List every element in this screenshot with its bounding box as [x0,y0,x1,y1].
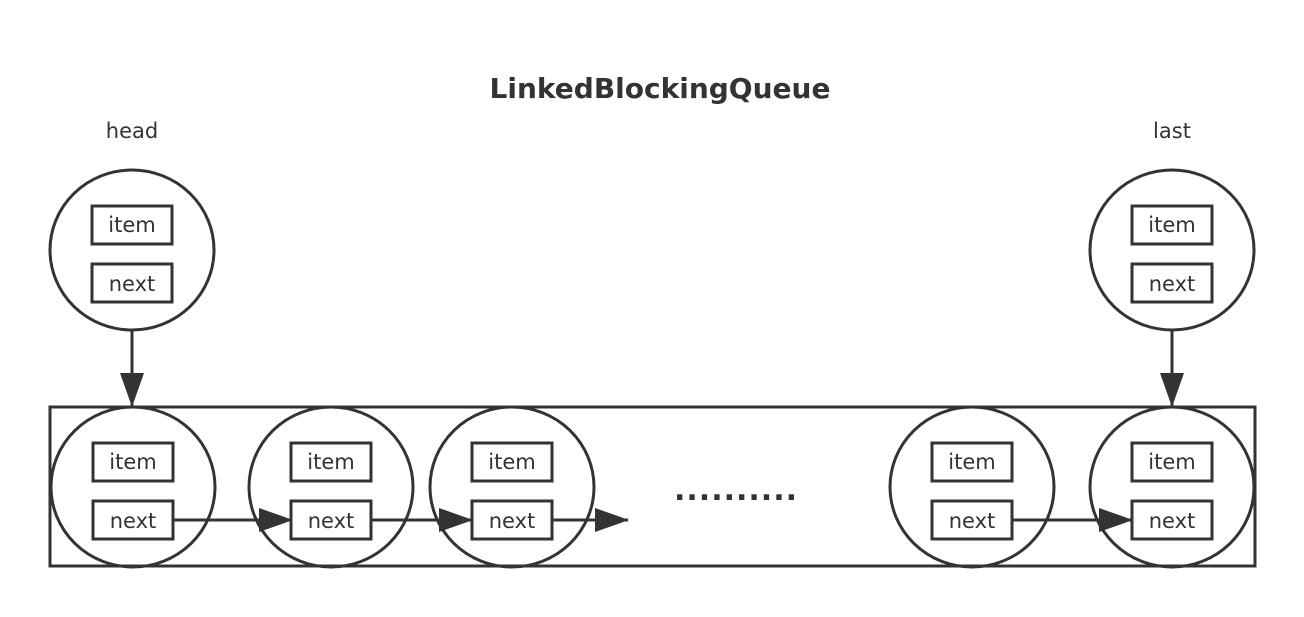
next-label: next [308,509,355,533]
ellipsis: .......... [674,473,798,508]
next-label: next [1149,272,1196,296]
queue-node: item next [888,405,1056,569]
next-field-box [90,262,174,304]
next-field-box [1130,499,1214,541]
head-label: head [106,119,158,143]
item-label: item [1148,450,1195,474]
item-label: item [948,450,995,474]
item-field-box [1130,204,1214,246]
item-field-box [91,441,175,483]
queue-node: item next [428,405,596,569]
node-circle [49,405,217,569]
queue-node: item next [49,405,217,569]
item-field-box [289,441,373,483]
item-label: item [1148,213,1195,237]
item-label: item [108,213,155,237]
queue-container [48,405,1257,568]
last-node: item next [1088,168,1256,332]
item-field-box [470,441,554,483]
last-label: last [1153,119,1191,143]
item-label: item [307,450,354,474]
node-circle [428,405,596,569]
node-circle [247,405,415,569]
diagram-title: LinkedBlockingQueue [490,72,831,105]
item-field-box [930,441,1014,483]
item-field-box [1130,441,1214,483]
next-label: next [489,509,536,533]
item-label: item [109,450,156,474]
node-circle [1088,405,1256,569]
item-label: item [488,450,535,474]
node-circle [888,405,1056,569]
head-node: item next [48,168,216,332]
next-label: next [109,272,156,296]
node-circle [1088,168,1256,332]
next-field-box [930,499,1014,541]
queue-node: item next [247,405,415,569]
next-field-box [1130,262,1214,304]
item-field-box [90,204,174,246]
queue-node: item next [1088,405,1256,569]
next-label: next [110,509,157,533]
next-label: next [1149,509,1196,533]
node-circle [48,168,216,332]
next-label: next [949,509,996,533]
